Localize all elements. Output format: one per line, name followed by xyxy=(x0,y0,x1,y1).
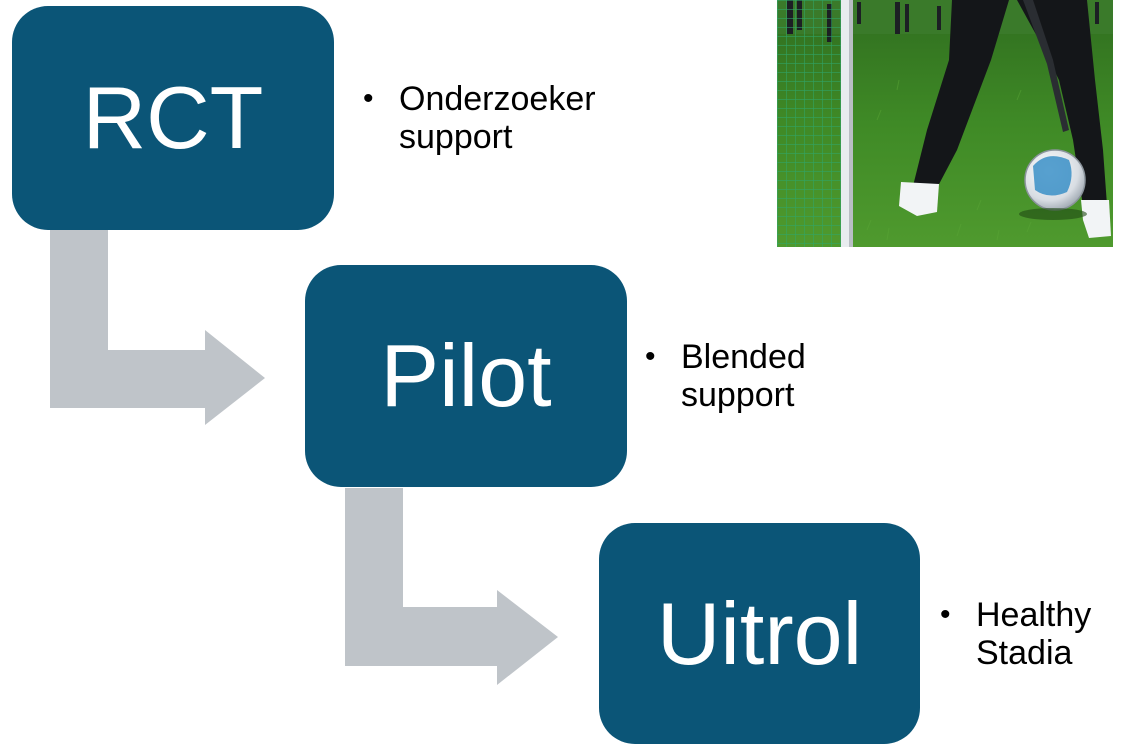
bullet-dot: • xyxy=(363,82,374,115)
stage-label-rct: RCT xyxy=(82,68,264,167)
stage-box-rct: RCT xyxy=(12,6,334,230)
stage-box-pilot: Pilot xyxy=(305,265,627,487)
bullet-item-uitrol: • Healthy Stadia xyxy=(940,596,1091,672)
bullet-text-rct: Onderzoeker support xyxy=(399,80,596,156)
bullet-dot: • xyxy=(940,598,951,631)
stage-box-uitrol: Uitrol xyxy=(599,523,920,744)
stage-label-pilot: Pilot xyxy=(380,326,552,425)
bullet-text-uitrol: Healthy Stadia xyxy=(976,596,1092,672)
bullet-text-pilot: Blended support xyxy=(681,338,806,414)
football-photo xyxy=(777,0,1113,247)
bullet-item-pilot: • Blended support xyxy=(645,338,806,414)
bent-arrow-rct-to-pilot xyxy=(50,230,265,425)
football-photo-image xyxy=(777,0,1113,247)
bullet-item-rct: • Onderzoeker support xyxy=(363,80,596,156)
bent-arrow-pilot-to-uitrol xyxy=(345,488,558,685)
bullet-dot: • xyxy=(645,340,656,373)
stage-label-uitrol: Uitrol xyxy=(656,583,863,683)
